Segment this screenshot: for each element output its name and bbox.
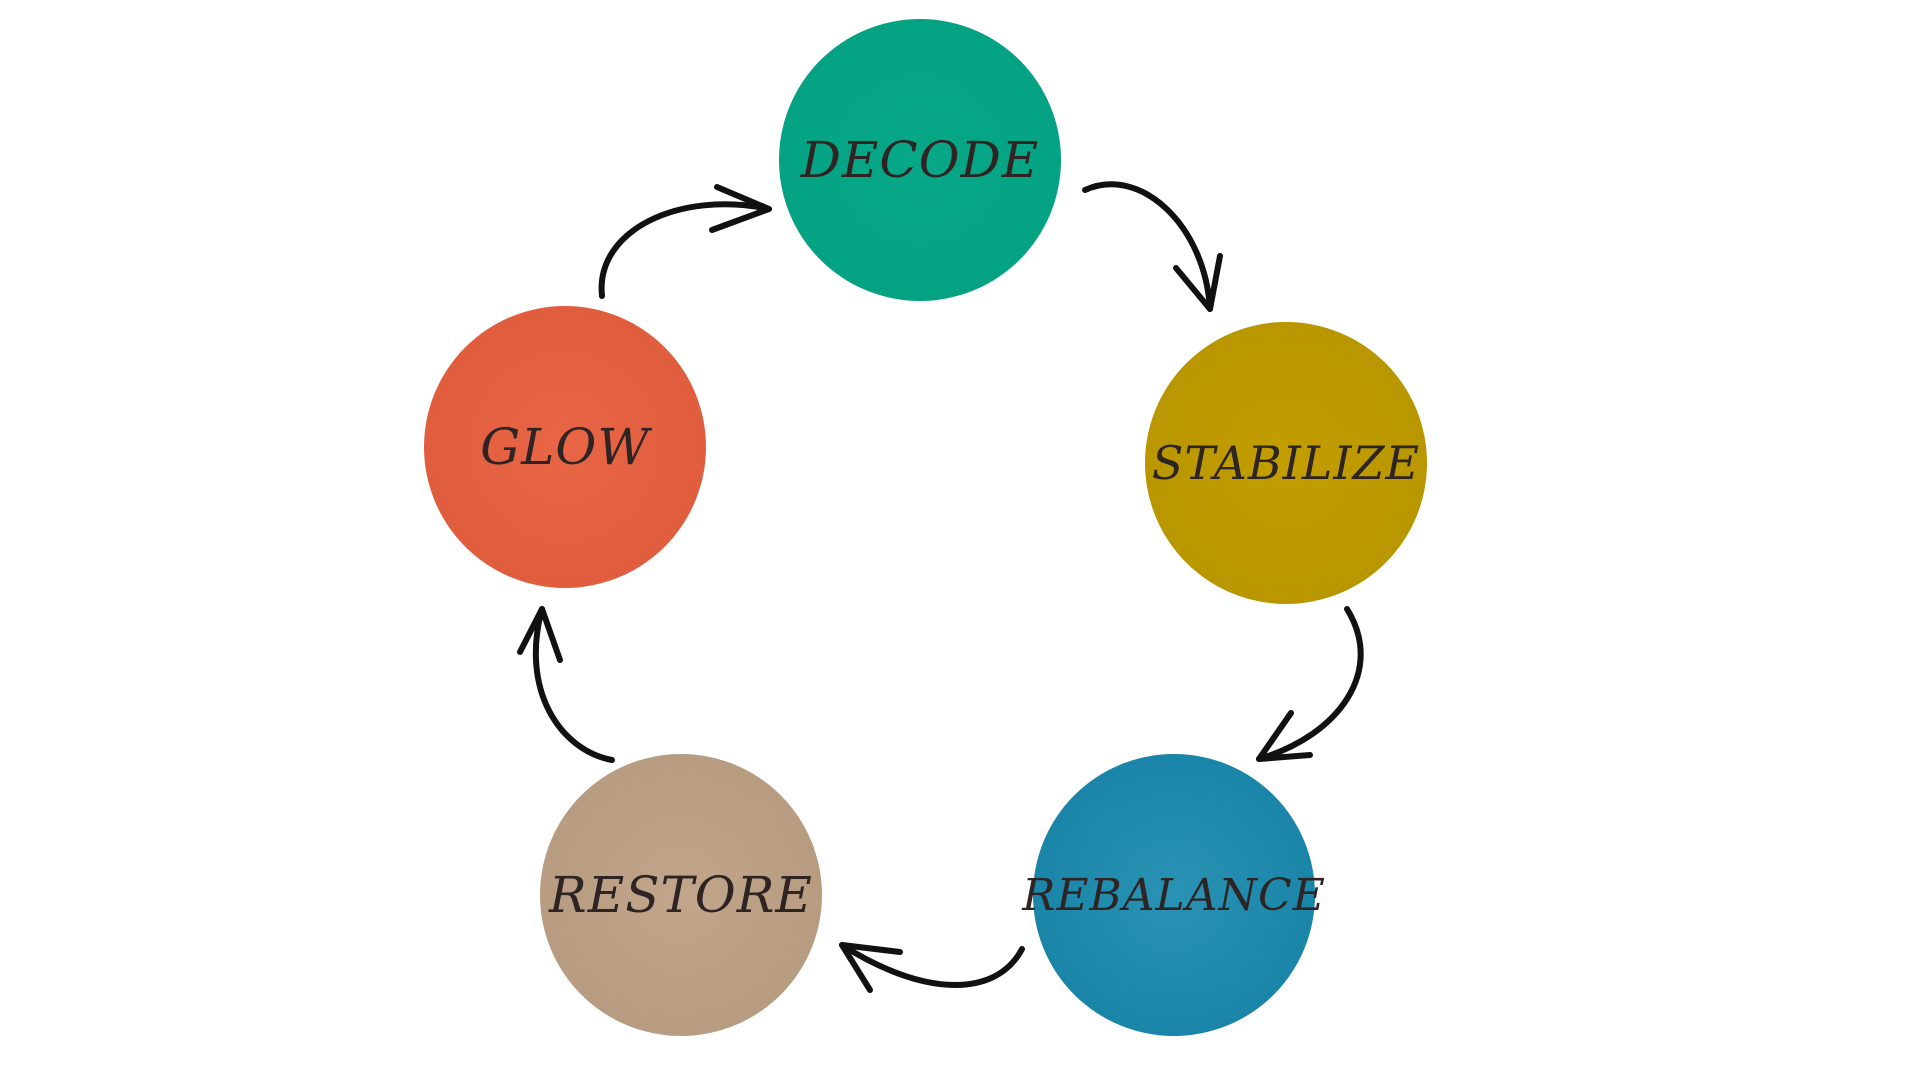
arrow-stabilize-to-rebalance [1256,606,1364,762]
node-stabilize: STABILIZE [1145,322,1427,604]
node-decode: DECODE [779,19,1061,301]
arrow-glow-to-decode [598,184,772,299]
arrow-decode-to-stabilize [1082,181,1223,312]
node-restore: RESTORE [540,754,822,1036]
arrow-rebalance-to-restore [839,942,1025,993]
arrow-restore-to-glow [517,606,615,763]
node-label: REBALANCE [1022,869,1326,921]
node-rebalance: REBALANCE [1022,754,1325,1036]
node-label: DECODE [800,131,1040,189]
node-label: RESTORE [549,866,813,924]
node-label: GLOW [480,418,650,476]
node-label: STABILIZE [1151,436,1421,490]
node-glow: GLOW [424,306,706,588]
